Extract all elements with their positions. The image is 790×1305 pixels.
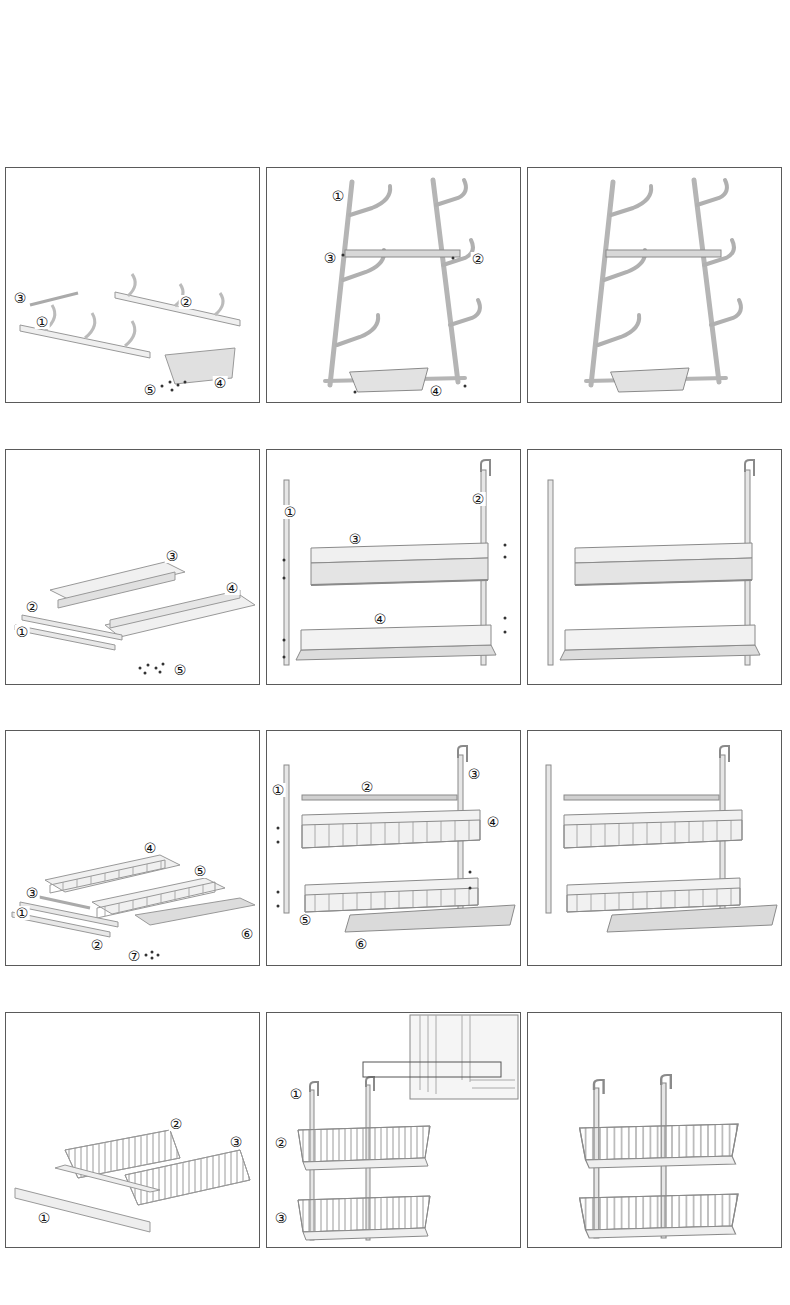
callout-number: ① [35, 315, 50, 329]
exploded-dish-rack [12, 855, 255, 960]
basket-rack-finished [580, 1075, 738, 1238]
callout-number: ③ [274, 1211, 289, 1225]
callout-number: ② [169, 1117, 184, 1131]
panel-frames [6, 168, 782, 1248]
callout-number: ① [283, 505, 298, 519]
callout-number: ① [15, 906, 30, 920]
callout-number: ④ [143, 841, 158, 855]
callout-number: ③ [229, 1135, 244, 1149]
callout-number: ① [271, 783, 286, 797]
callout-number: ④ [225, 581, 240, 595]
callout-number: ④ [486, 815, 501, 829]
callout-number: ② [360, 780, 375, 794]
callout-number: ④ [373, 612, 388, 626]
exploded-shelf-rack [15, 562, 255, 675]
callout-number: ③ [25, 886, 40, 900]
callout-number: ⑤ [298, 913, 313, 927]
dish-rack-finished [546, 746, 777, 932]
callout-number: ⑦ [127, 949, 142, 963]
exploded-lid-rack [20, 274, 240, 392]
callout-number: ① [289, 1087, 304, 1101]
callout-number: ② [179, 295, 194, 309]
callout-number: ⑥ [354, 937, 369, 951]
callout-number: ⑤ [143, 383, 158, 397]
shelf-rack-finished [548, 460, 760, 665]
basket-rack-assembly [298, 1015, 518, 1240]
callout-number: ⑤ [173, 663, 188, 677]
callout-number: ② [274, 1136, 289, 1150]
callout-number: ④ [429, 384, 444, 398]
callout-number: ③ [348, 532, 363, 546]
exploded-basket-rack [15, 1130, 250, 1232]
callout-number: ④ [213, 376, 228, 390]
callout-number: ③ [467, 767, 482, 781]
callout-number: ② [471, 252, 486, 266]
callout-number: ① [331, 189, 346, 203]
callout-number: ③ [165, 549, 180, 563]
callout-number: ① [37, 1211, 52, 1225]
callout-number: ③ [323, 251, 338, 265]
lid-rack-finished [586, 180, 741, 392]
lid-rack-assembly [325, 180, 480, 394]
callout-number: ① [15, 625, 30, 639]
callout-number: ⑤ [193, 864, 208, 878]
callout-number: ② [471, 492, 486, 506]
dish-rack-assembly [277, 746, 516, 932]
callout-number: ② [25, 600, 40, 614]
callout-number: ③ [13, 291, 28, 305]
shelf-rack-assembly [283, 460, 507, 665]
callout-number: ⑥ [240, 927, 255, 941]
callout-number: ② [90, 938, 105, 952]
